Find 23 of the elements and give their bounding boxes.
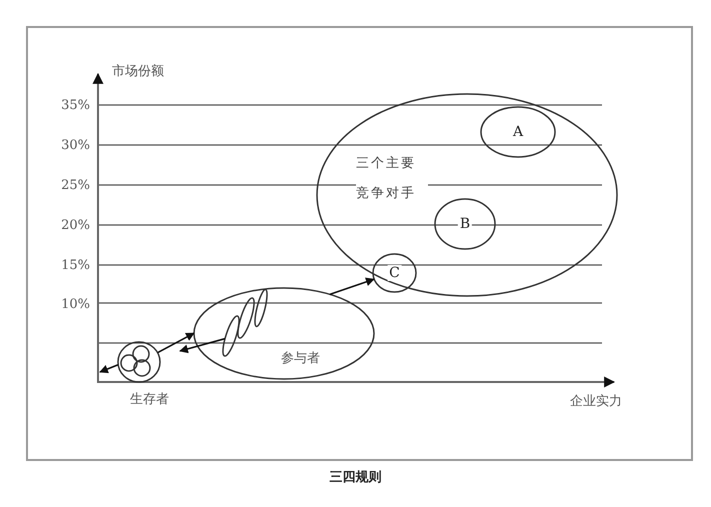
tick-label: 20% (60, 218, 90, 233)
group-ellipse (316, 93, 618, 297)
caption: 三四规则 (328, 469, 382, 486)
small-ellipse (133, 359, 151, 377)
company-circle (434, 198, 496, 250)
axis-title: 市场份额 (112, 63, 164, 80)
node-label: 生存者 (130, 391, 169, 408)
arrow (330, 278, 375, 296)
tick-label: 25% (60, 178, 90, 193)
arrow (157, 332, 195, 354)
small-ellipse (132, 345, 150, 363)
arrow (179, 338, 226, 354)
group-ellipse (193, 287, 375, 380)
axis-title: 企业实力 (570, 393, 622, 410)
arrow (99, 364, 118, 374)
company-circle (480, 106, 556, 158)
node-label: C (387, 265, 402, 281)
tick-label: 30% (60, 138, 90, 153)
small-ellipse (120, 354, 138, 372)
tick-label: 15% (60, 258, 90, 273)
node-label: 参与者 (281, 350, 320, 367)
tick-label: 35% (60, 98, 90, 113)
tick-label: 10% (60, 297, 90, 312)
